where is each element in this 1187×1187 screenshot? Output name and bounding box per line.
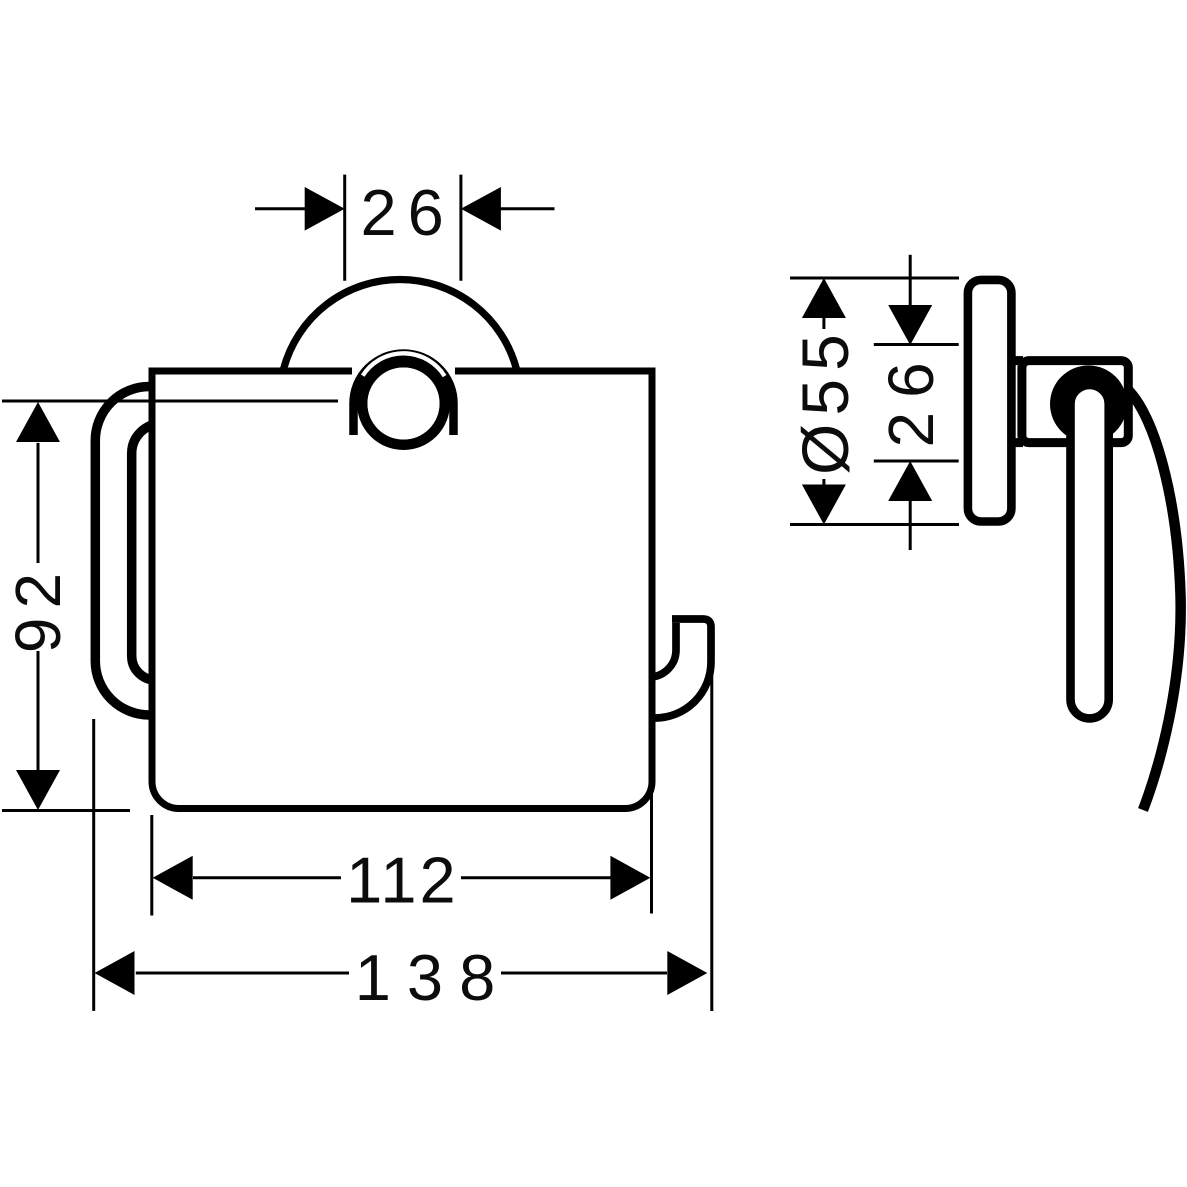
svg-text:26: 26 bbox=[361, 176, 455, 249]
svg-text:26: 26 bbox=[875, 348, 947, 447]
svg-text:138: 138 bbox=[355, 941, 511, 1014]
svg-text:92: 92 bbox=[2, 564, 74, 653]
svg-text:Ø55: Ø55 bbox=[788, 326, 862, 475]
svg-text:112: 112 bbox=[346, 843, 459, 916]
